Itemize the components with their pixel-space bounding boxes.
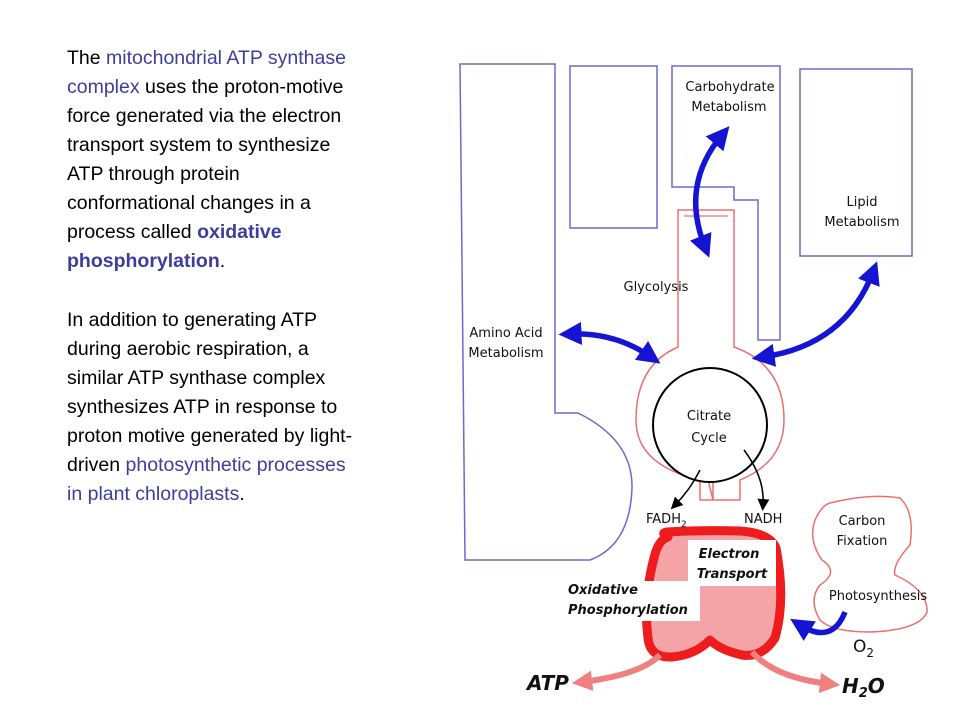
carbon-fixation-label-1: Carbon	[839, 514, 886, 529]
glycolysis-column-outline	[569, 65, 658, 229]
photosynthesis-label: Photosynthesis	[829, 589, 928, 604]
electron-transport-label-bg	[688, 540, 776, 586]
carbon-fixation-label-2: Fixation	[837, 534, 888, 549]
o2-arrow	[790, 610, 848, 641]
oxidative-phosphorylation-label-bg	[564, 581, 700, 621]
p1-text-3: .	[219, 250, 226, 272]
h2o-arrow	[749, 649, 841, 694]
h2o-label: H2O	[842, 674, 885, 701]
chloroplast-outline	[811, 495, 928, 633]
atp-label: ATP	[525, 671, 569, 695]
electron-transport-label-2: Transport	[697, 567, 768, 582]
fadh2-label: FADH2	[646, 512, 687, 530]
p2-text-2: .	[239, 483, 245, 505]
paragraph-oxidative-phosphorylation: The mitochondrial ATP synthase complex u…	[67, 44, 357, 276]
p2-highlight-photosynthetic: photosynthetic processes in plant chloro…	[67, 454, 346, 505]
p2-text-1: In addition to generating ATP during aer…	[67, 309, 353, 476]
description-text: The mitochondrial ATP synthase complex u…	[67, 44, 357, 509]
oxidative-phosphorylation-label-1: Oxidative	[568, 583, 638, 598]
carbohydrate-glycolysis-arrow	[689, 126, 730, 258]
carbohydrate-label-1: Carbohydrate	[685, 80, 774, 95]
citrate-cycle-circle	[652, 367, 768, 483]
electron-transport-label-1: Electron	[699, 547, 760, 562]
atp-arrow	[571, 652, 663, 691]
p1-text-1: The	[67, 47, 107, 69]
paragraph-photosynthesis: In addition to generating ATP during aer…	[67, 306, 357, 509]
amino-acid-compartment	[459, 63, 633, 561]
p1-text-2: uses the proton-motive force generated v…	[67, 76, 344, 243]
glycolysis-label: Glycolysis	[624, 280, 689, 295]
p1-highlight-atp-synthase: mitochondrial ATP synthase complex	[67, 47, 346, 98]
lipid-label-2: Metabolism	[824, 215, 899, 230]
nadh-label: NADH	[744, 512, 782, 527]
lipid-tca-arrow	[751, 261, 880, 367]
lipid-compartment	[799, 68, 913, 257]
p1-highlight-oxidative-phosphorylation: oxidative phosphorylation	[67, 221, 282, 272]
citrate-cycle-label-2: Cycle	[691, 431, 727, 446]
citrate-cycle-label-1: Citrate	[687, 409, 731, 424]
oxidative-phosphorylation-label-2: Phosphorylation	[568, 603, 688, 618]
amino-acid-label-2: Metabolism	[468, 346, 543, 361]
lipid-label-1: Lipid	[847, 195, 878, 210]
o2-label: O2	[853, 637, 874, 660]
carbohydrate-label-2: Metabolism	[691, 100, 766, 115]
fadh2-arrow	[670, 469, 701, 510]
amino-acid-tca-arrow	[558, 321, 661, 364]
amino-acid-label-1: Amino Acid	[469, 326, 542, 341]
nadh-arrow	[743, 449, 770, 511]
